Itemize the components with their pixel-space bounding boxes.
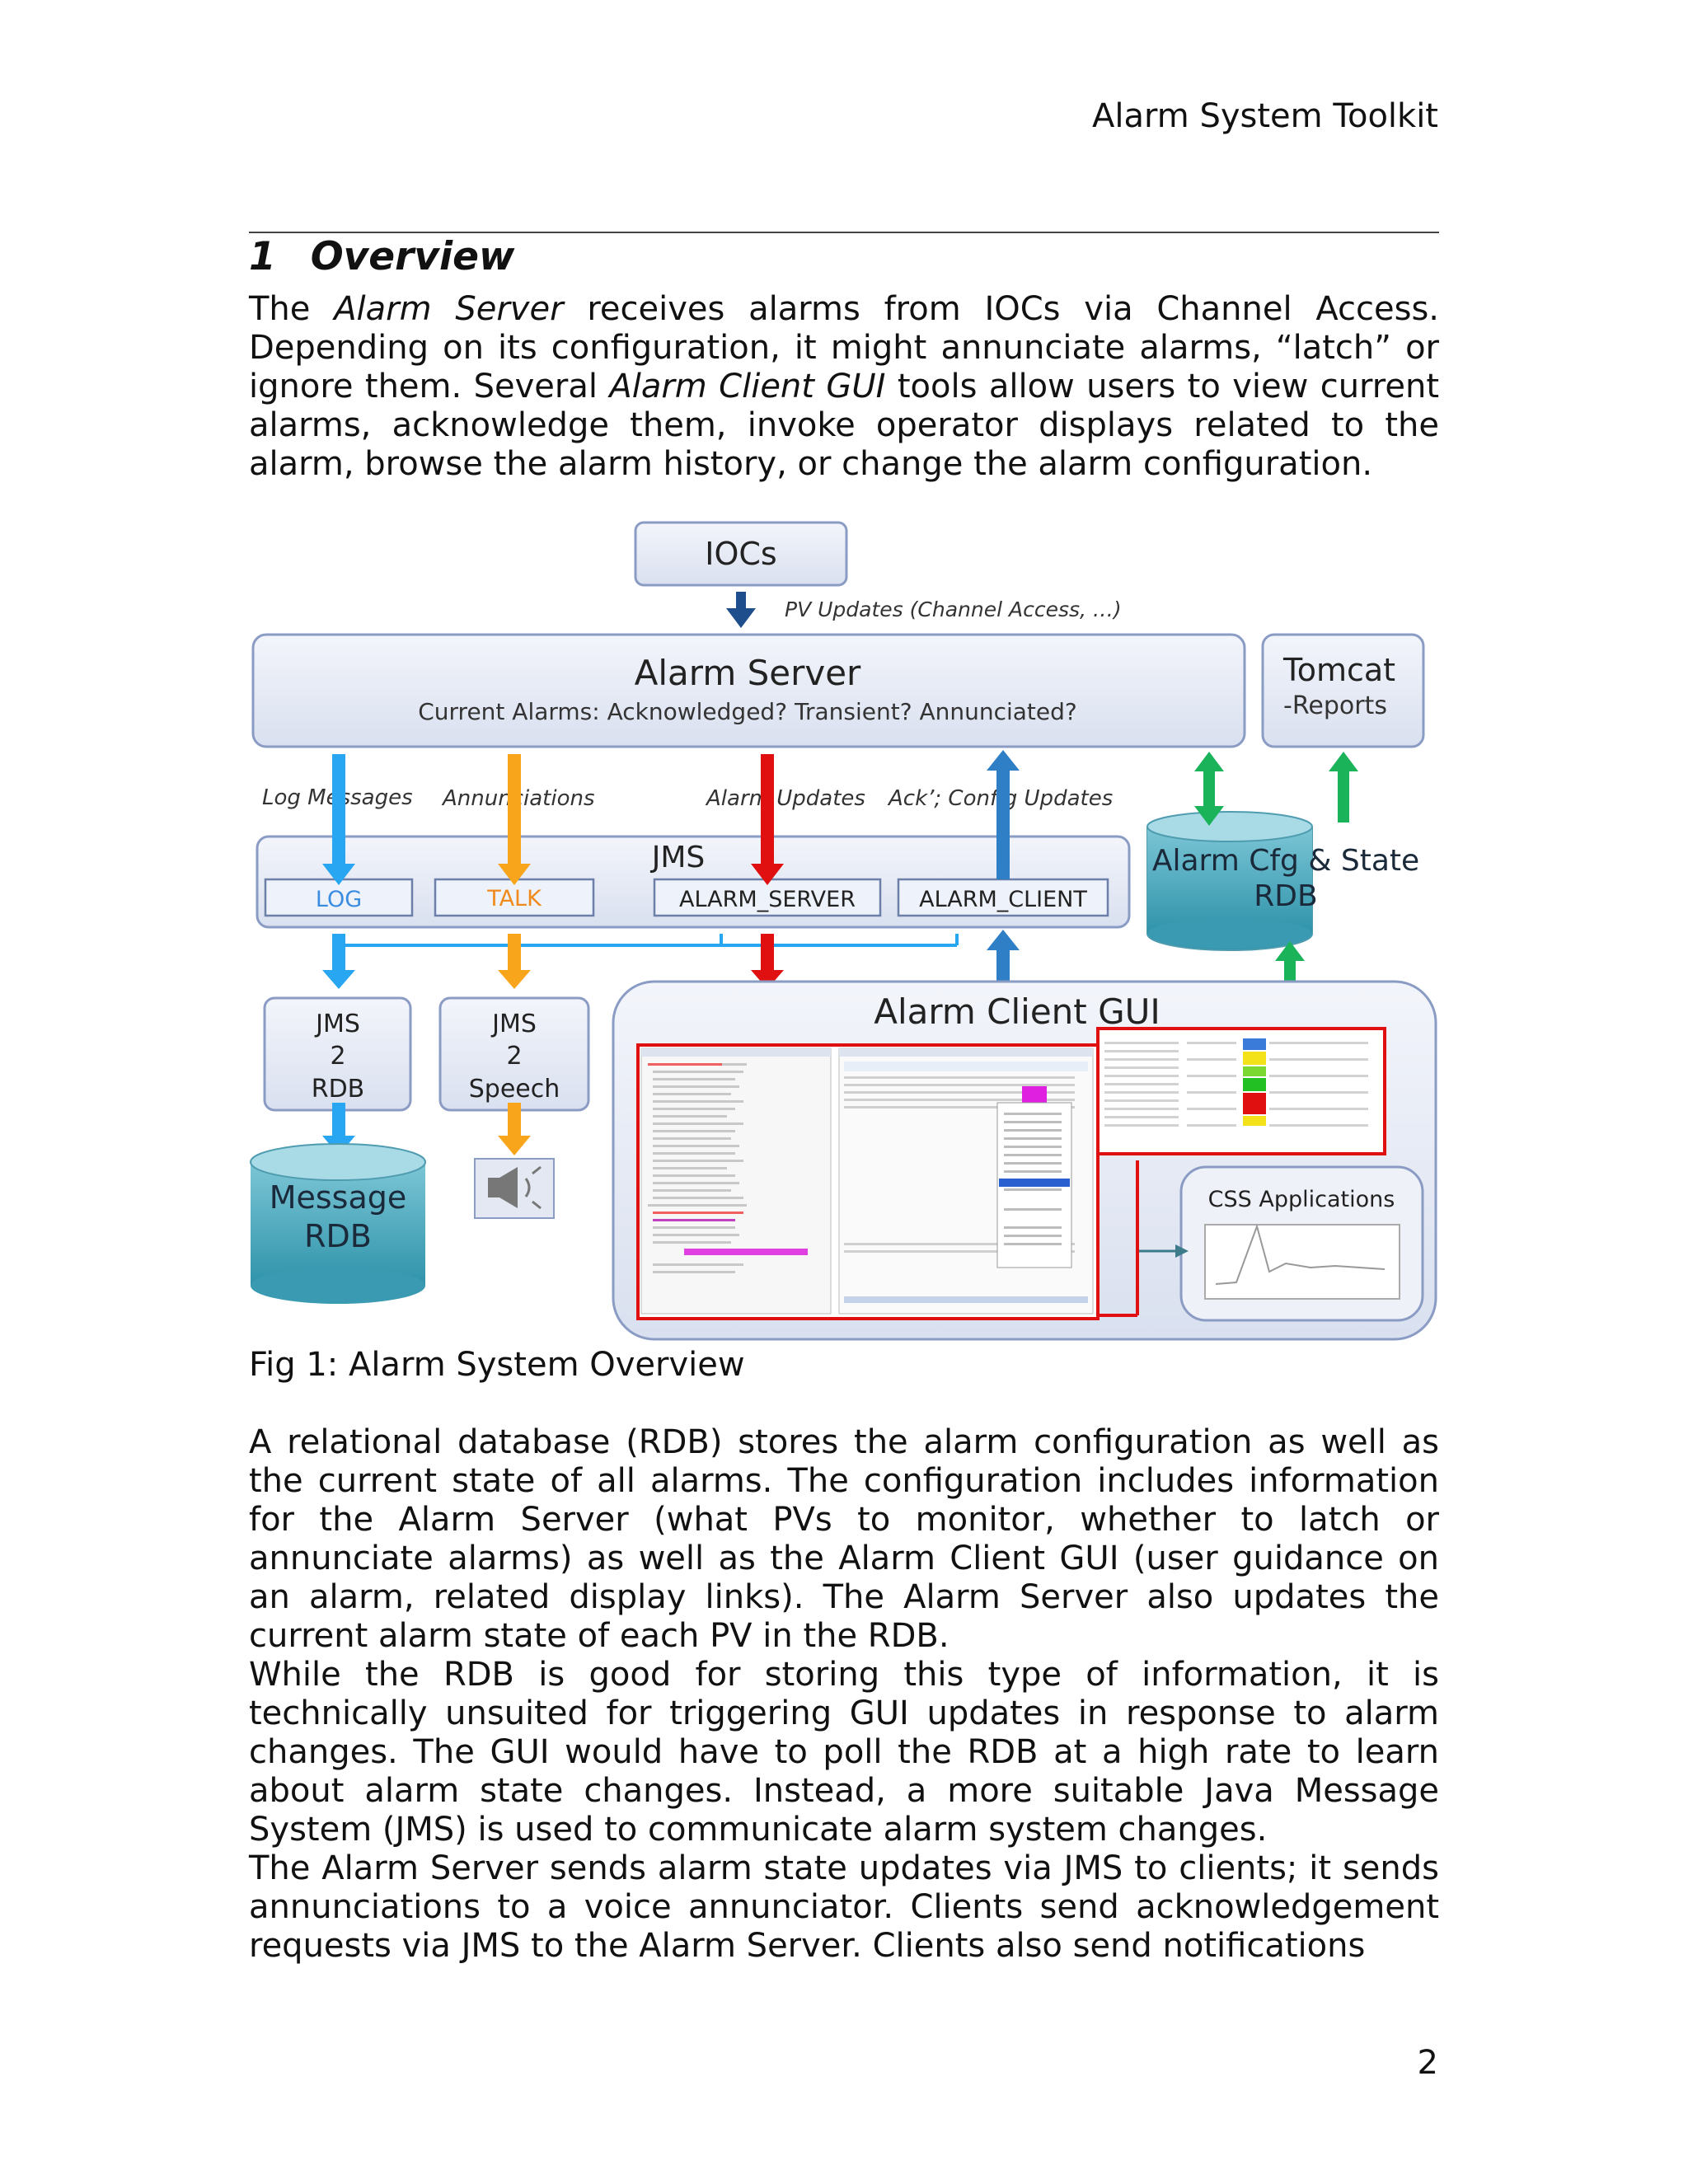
running-header: Alarm System Toolkit bbox=[1092, 97, 1438, 135]
paragraph-intro: The Alarm Server receives alarms from IO… bbox=[249, 290, 1439, 484]
section-rule bbox=[249, 232, 1439, 233]
alarm-config-rdb-cylinder: Alarm Cfg & State RDB bbox=[1146, 811, 1419, 951]
iocs-box: IOCs bbox=[634, 521, 848, 587]
message-rdb-line2: RDB bbox=[304, 1218, 372, 1254]
jms-to-speech-line2: 2 bbox=[506, 1042, 522, 1071]
paragraph-server-sends: The Alarm Server sends alarm state updat… bbox=[249, 1849, 1439, 1965]
body-text: A relational database (RDB) stores the a… bbox=[249, 1423, 1439, 1966]
jms-to-speech-line3: Speech bbox=[469, 1075, 560, 1104]
alarm-server-subtitle: Current Alarms: Acknowledged? Transient?… bbox=[418, 698, 1077, 725]
css-applications-label: CSS Applications bbox=[1208, 1187, 1395, 1212]
topic-alarm-client-label: ALARM_CLIENT bbox=[919, 887, 1087, 912]
iocs-label: IOCs bbox=[705, 536, 776, 572]
para1-emphasis-alarm-server: Alarm Server bbox=[334, 290, 564, 328]
alarm-table-screenshot bbox=[1096, 1027, 1386, 1155]
topic-talk-label: TALK bbox=[486, 886, 542, 912]
alarm-client-gui-title: Alarm Client GUI bbox=[874, 991, 1160, 1032]
jms-to-speech-line1: JMS bbox=[490, 1010, 537, 1038]
topic-alarm-client-box bbox=[897, 878, 1109, 917]
log-arrow bbox=[322, 754, 355, 885]
para1-text-1: The bbox=[249, 290, 335, 328]
alarm-config-rdb-line2: RDB bbox=[1254, 879, 1317, 913]
section-title: 1 Overview bbox=[249, 234, 514, 279]
jms-to-speech-box: JMS 2 Speech bbox=[438, 996, 590, 1112]
section-title-text: Overview bbox=[310, 234, 515, 279]
reports-label: -Reports bbox=[1283, 691, 1387, 720]
topic-alarm-server-box bbox=[653, 878, 882, 917]
tomcat-box: Tomcat -Reports bbox=[1261, 633, 1425, 748]
annunciation-arrow bbox=[498, 754, 531, 885]
jms-to-rdb-line2: 2 bbox=[330, 1042, 345, 1071]
topic-alarm-server-label: ALARM_SERVER bbox=[679, 887, 856, 912]
paragraph-jms: While the RDB is good for storing this t… bbox=[249, 1656, 1439, 1849]
para1-text-3: tools allow users to view current alarms… bbox=[249, 368, 1439, 483]
css-applications-box: CSS Applications bbox=[1139, 1165, 1424, 1322]
alarm-update-arrow bbox=[751, 754, 784, 885]
alarm-server-title: Alarm Server bbox=[635, 653, 861, 693]
tomcat-db-arrow bbox=[1329, 752, 1358, 823]
ack-config-arrow bbox=[987, 750, 1020, 879]
topic-talk-box bbox=[434, 878, 595, 917]
para1-emphasis-client-gui: Alarm Client GUI bbox=[609, 368, 886, 405]
speaker-icon bbox=[474, 1158, 555, 1219]
alarm-client-gui-panel: Alarm Client GUI bbox=[612, 980, 1437, 1341]
message-rdb-line1: Message bbox=[270, 1179, 407, 1216]
jms-label: JMS bbox=[650, 841, 706, 874]
jms-to-rdb-line3: RDB bbox=[312, 1075, 365, 1104]
topic-log-label: LOG bbox=[316, 887, 362, 912]
pv-updates-arrow bbox=[726, 592, 756, 628]
page-number: 2 bbox=[1417, 2044, 1438, 2082]
speech-arrow bbox=[498, 1103, 531, 1155]
alarm-system-diagram: IOCs PV Updates (Channel Access, …) Alar… bbox=[250, 521, 1437, 1341]
jms-to-rdb-box: JMS 2 RDB bbox=[263, 996, 412, 1112]
tomcat-label: Tomcat bbox=[1282, 652, 1395, 688]
jms-to-rdb-line1: JMS bbox=[314, 1010, 360, 1038]
pv-updates-label: PV Updates (Channel Access, …) bbox=[785, 598, 1122, 621]
server-db-arrow bbox=[1194, 752, 1224, 826]
paragraph-rdb: A relational database (RDB) stores the a… bbox=[249, 1423, 1439, 1655]
alarm-updates-label: Alarm Updates bbox=[705, 786, 865, 811]
alarm-config-rdb-line1: Alarm Cfg & State bbox=[1152, 844, 1419, 878]
alarm-server-box: Alarm Server Current Alarms: Acknowledge… bbox=[251, 633, 1246, 748]
gui-screenshot bbox=[636, 1043, 1139, 1320]
para1-text-2: receives alarms from IOCs via Channel Ac… bbox=[249, 290, 1440, 405]
section-number: 1 bbox=[249, 234, 276, 279]
jms-box: JMS LOG TALK ALARM_SERVER ALARM_CLIENT bbox=[256, 835, 1131, 929]
message-rdb-cylinder: Message RDB bbox=[250, 1143, 426, 1304]
figure-caption: Fig 1: Alarm System Overview bbox=[249, 1346, 745, 1384]
